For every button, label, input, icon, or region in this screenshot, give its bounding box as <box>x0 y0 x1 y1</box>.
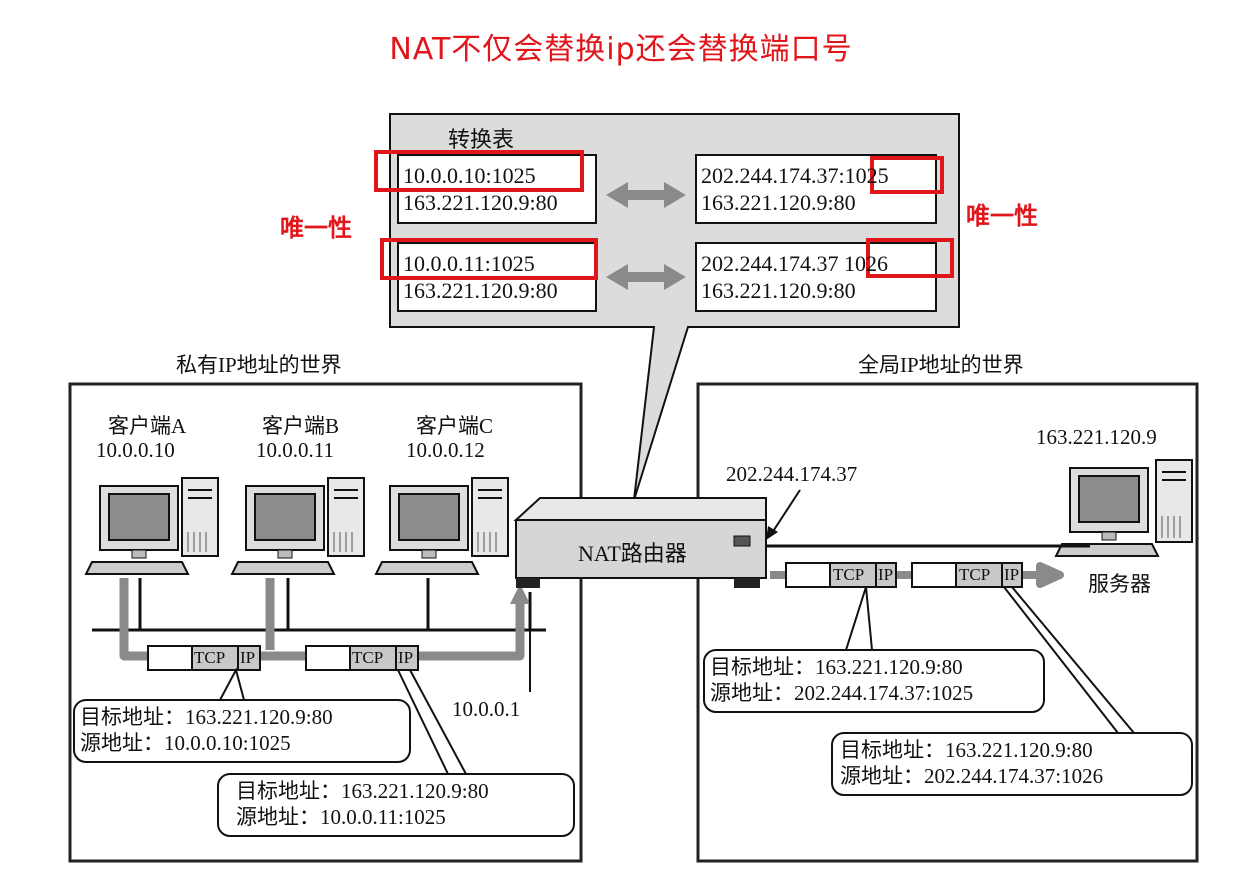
global-port-1: 1025 <box>844 163 889 188</box>
translation-table-label: 转换表 <box>448 127 515 152</box>
computer-icon <box>230 477 365 575</box>
packet <box>147 645 261 671</box>
packet-callout: 目标地址：163.221.120.9:80 源地址：10.0.0.11:1025 <box>236 778 489 830</box>
client-c-name: 客户端C <box>416 414 494 438</box>
packet-src: 源地址：202.244.174.37:1026 <box>840 764 1104 788</box>
computer-icon <box>84 477 219 575</box>
private-addr-2: 10.0.0.11:1025 <box>403 251 535 276</box>
double-arrow-icon <box>606 182 686 290</box>
packet-src: 源地址：10.0.0.11:1025 <box>236 805 446 829</box>
packet-tcp-label: TCP <box>352 648 384 667</box>
packet-ip-label: IP <box>398 648 414 667</box>
client-b-name: 客户端B <box>262 414 340 438</box>
server-icon <box>1054 459 1193 557</box>
packet-tcp-label: TCP <box>833 565 865 584</box>
packet-dst: 目标地址：163.221.120.9:80 <box>80 705 333 729</box>
gateway-ip: 10.0.0.1 <box>452 697 521 721</box>
packet-tcp-label: TCP <box>959 565 991 584</box>
packet <box>911 562 1023 588</box>
global-port-2: 1026 <box>844 251 888 276</box>
packet-src: 源地址：10.0.0.10:1025 <box>80 731 291 755</box>
client-a-name: 客户端A <box>108 414 187 438</box>
packet-callout: 目标地址：163.221.120.9:80 源地址：10.0.0.10:1025 <box>80 704 333 756</box>
packet-dst: 目标地址：163.221.120.9:80 <box>236 779 489 803</box>
private-dest-1: 163.221.120.9:80 <box>403 190 558 215</box>
client-c-ip: 10.0.0.12 <box>406 438 485 462</box>
page-title: NAT不仅会替换ip还会替换端口号 <box>389 32 853 67</box>
packet-callout: 目标地址：163.221.120.9:80 源地址：202.244.174.37… <box>840 737 1103 789</box>
packet-dst: 目标地址：163.221.120.9:80 <box>840 738 1093 762</box>
packet-ip-label: IP <box>1004 565 1020 584</box>
leader-lines <box>219 586 1135 775</box>
packet <box>785 562 897 588</box>
arrow-up-icon <box>510 584 530 604</box>
global-addr-2: 202.244.174.37 1026 <box>701 251 888 276</box>
global-addr-1: 202.244.174.37:1025 <box>701 163 889 188</box>
global-dest-2: 163.221.120.9:80 <box>701 278 856 303</box>
nat-router <box>513 497 767 588</box>
packet-tcp-label: TCP <box>194 648 226 667</box>
global-dest-1: 163.221.120.9:80 <box>701 190 856 215</box>
arrow-icon <box>766 526 778 540</box>
highlight-boxes <box>374 150 954 280</box>
packet-ip-label: IP <box>878 565 894 584</box>
computer-icon <box>374 477 509 575</box>
router-ip-pointer <box>769 489 801 537</box>
client-b-ip: 10.0.0.11 <box>256 438 334 462</box>
packet <box>305 645 419 671</box>
server-label: 服务器 <box>1088 572 1151 596</box>
private-world-label: 私有IP地址的世界 <box>176 353 342 377</box>
callout-bubbles <box>73 649 1193 837</box>
uniqueness-label-right: 唯一性 <box>966 202 1038 230</box>
table-cell-global-1 <box>695 154 937 224</box>
private-dest-2: 163.221.120.9:80 <box>403 278 558 303</box>
server-ip: 163.221.120.9 <box>1036 425 1157 449</box>
packet-src: 源地址：202.244.174.37:1025 <box>710 681 974 705</box>
global-world-label: 全局IP地址的世界 <box>858 353 1024 377</box>
router-global-ip: 202.244.174.37 <box>726 462 858 486</box>
packet-dst: 目标地址：163.221.120.9:80 <box>710 655 963 679</box>
client-a-ip: 10.0.0.10 <box>96 438 175 462</box>
private-addr-1: 10.0.0.10:1025 <box>403 163 536 188</box>
router-label: NAT路由器 <box>578 541 687 566</box>
uniqueness-label-left: 唯一性 <box>280 214 352 242</box>
packet-callout: 目标地址：163.221.120.9:80 源地址：202.244.174.37… <box>710 654 973 706</box>
packet-ip-label: IP <box>240 648 256 667</box>
